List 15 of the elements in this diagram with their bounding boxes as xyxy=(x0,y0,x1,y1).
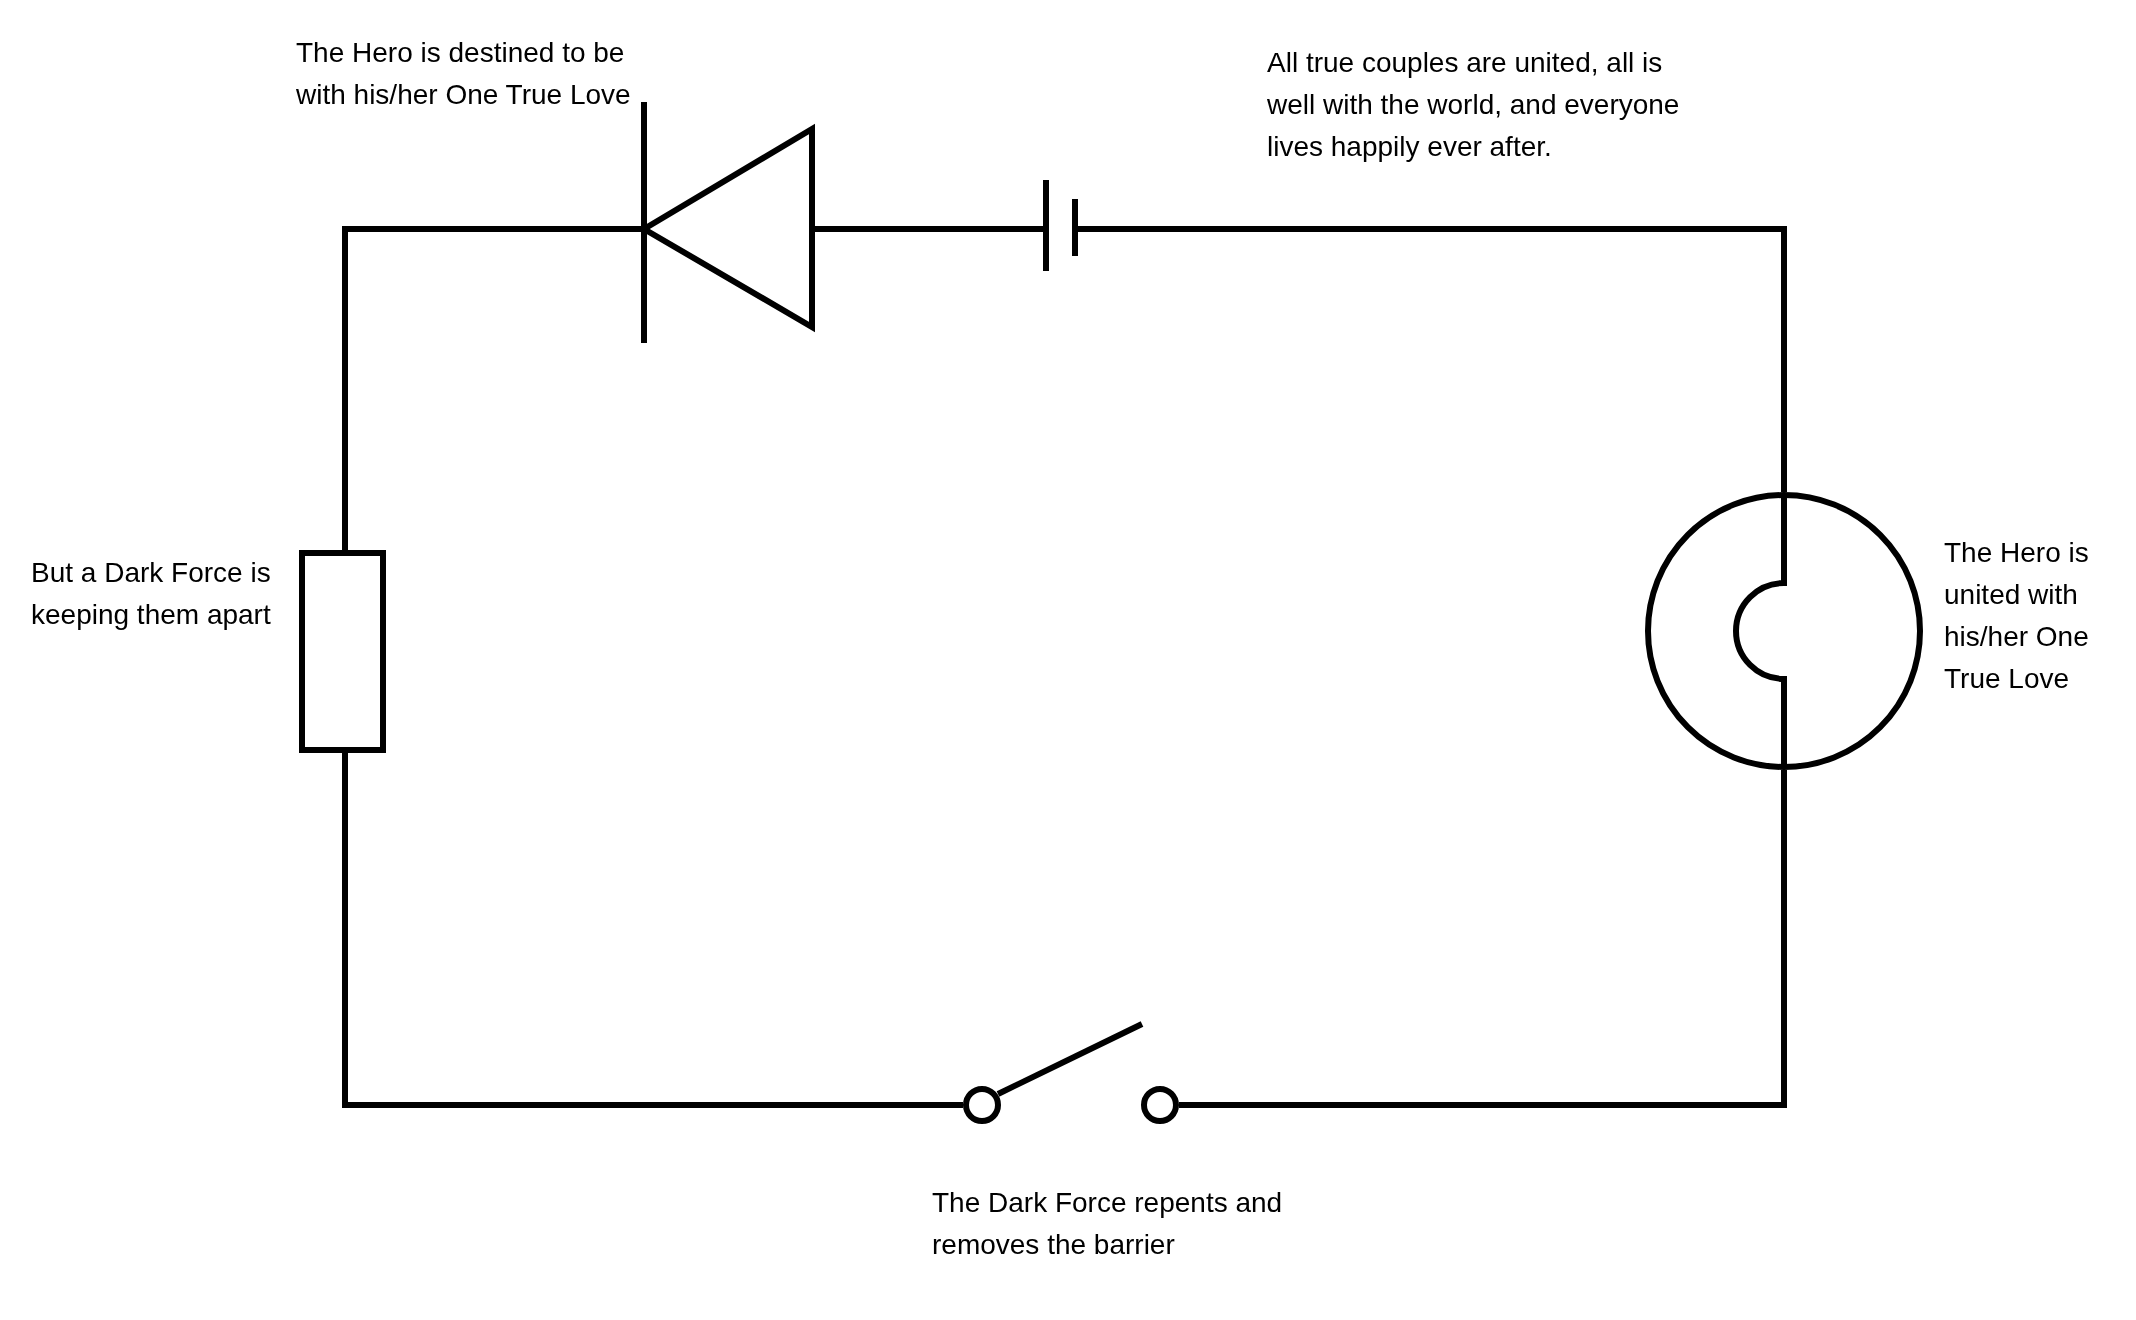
diode-symbol xyxy=(638,102,815,343)
switch-symbol xyxy=(963,1021,1179,1124)
wire xyxy=(1179,770,1787,1108)
wire xyxy=(342,226,641,550)
wire xyxy=(1078,226,1787,492)
annotation-text: The Hero is united with his/her One True Love xyxy=(1944,536,2090,696)
annotation-text: The Dark Force repents and removes the barrier xyxy=(932,1186,1284,1262)
annotation-text: All true couples are united, all is well with the world, and everyone lives happily ever after. xyxy=(1267,46,1681,164)
lamp-symbol xyxy=(1645,492,1923,770)
wire xyxy=(815,226,1043,232)
annotation-text: But a Dark Force is keeping them apart xyxy=(31,556,271,632)
resistor-symbol xyxy=(299,550,386,753)
capacitor-symbol xyxy=(1043,180,1078,271)
wire xyxy=(342,753,963,1108)
annotation-text: The Hero is destined to be with his/her One True Love xyxy=(296,36,632,112)
